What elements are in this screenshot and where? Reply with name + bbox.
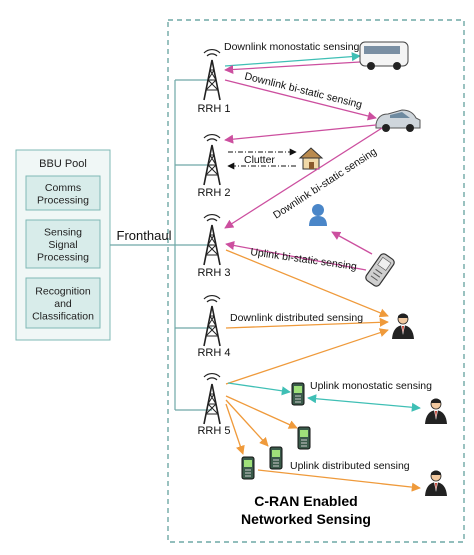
recognition-classification-label: Recognition [35, 286, 91, 298]
sensing-signal-processing-box [25, 219, 101, 269]
sensing-signal-processing-label: Processing [37, 252, 89, 264]
sensing-signal-processing-label: Sensing [44, 227, 82, 239]
fronthaul-label: Fronthaul [117, 228, 172, 243]
caption-line-1: C-RAN Enabled [254, 493, 357, 509]
downlink-monostatic-label: Downlink monostatic sensing [224, 41, 360, 53]
rrh3-to-target-arrow [225, 249, 389, 318]
user-icon [309, 204, 327, 226]
fronthaul-bus [174, 79, 212, 411]
downlink-monostatic-return-arrow [224, 61, 361, 75]
comms-processing-label: Comms [45, 182, 81, 194]
uplink-distributed-arrow [257, 469, 421, 492]
car-icon [375, 109, 421, 132]
rrh-3-tower-icon [203, 213, 221, 266]
sensing-signal-processing-label: Signal [48, 239, 77, 251]
caption-line-2: Networked Sensing [241, 511, 371, 527]
rrh-2-tower-icon [203, 133, 221, 186]
clutter-label: Clutter [244, 154, 275, 166]
bus-icon [359, 41, 409, 70]
mobile-device-icon [269, 446, 283, 470]
rrh5-to-device-c-arrow [225, 403, 245, 455]
bbu-pool-title: BBU Pool [39, 158, 87, 170]
rrh-3-label: RRH 3 [197, 267, 230, 279]
uplink-bistatic-label: Uplink bi-static sensing [250, 246, 358, 273]
bbu-pool: BBU Pool CommsProcessingSensingSignalPro… [15, 149, 111, 341]
recognition-classification-label: and [54, 298, 72, 310]
comms-processing-box [25, 175, 101, 211]
uplink-monostatic-arrow [307, 394, 421, 412]
uplink-monostatic-label: Uplink monostatic sensing [310, 380, 432, 392]
recognition-classification-box [25, 277, 101, 329]
rrh-4-tower-icon [203, 294, 221, 347]
downlink-monostatic-arrow [224, 52, 361, 67]
rrh-1-label: RRH 1 [197, 103, 230, 115]
car-to-rrh2-arrow [224, 124, 377, 144]
downlink-bistatic-1-arrow [224, 79, 377, 121]
house-icon [298, 147, 324, 170]
rrh-2-label: RRH 2 [197, 187, 230, 199]
c-ran-frame [167, 19, 465, 543]
rrh5-to-device-a-arrow [225, 395, 298, 429]
person-suit-icon [424, 470, 448, 497]
person-suit-icon [391, 313, 415, 340]
rrh-5-tower-icon [203, 372, 221, 425]
uplink-distributed-label: Uplink distributed sensing [290, 460, 410, 472]
mobile-device-icon [297, 426, 311, 450]
downlink-bistatic-1-label: Downlink bi-static sensing [243, 70, 363, 111]
mobile-device-icon [241, 456, 255, 480]
downlink-distributed-label: Downlink distributed sensing [230, 312, 363, 324]
downlink-bistatic-2-label: Downlink bi-static sensing [271, 146, 379, 222]
recognition-classification-label: Classification [32, 311, 94, 323]
rrh5-to-device-arrow [227, 382, 291, 396]
downlink-distributed-arrow [225, 317, 389, 329]
uplink-bistatic-arrow [225, 241, 367, 271]
rrh5-to-device-b-arrow [225, 399, 269, 447]
phone-icon [365, 253, 395, 287]
person-suit-icon [424, 398, 448, 425]
rrh-1-tower-icon [203, 48, 221, 101]
rrh-5-label: RRH 5 [197, 425, 230, 437]
mobile-device-icon [291, 382, 305, 406]
downlink-bistatic-2-arrow [224, 127, 383, 229]
rrh-4-label: RRH 4 [197, 347, 230, 359]
rrh5-to-target-arrow [225, 328, 389, 385]
phone-to-user-arrow [331, 231, 373, 255]
comms-processing-label: Processing [37, 194, 89, 206]
